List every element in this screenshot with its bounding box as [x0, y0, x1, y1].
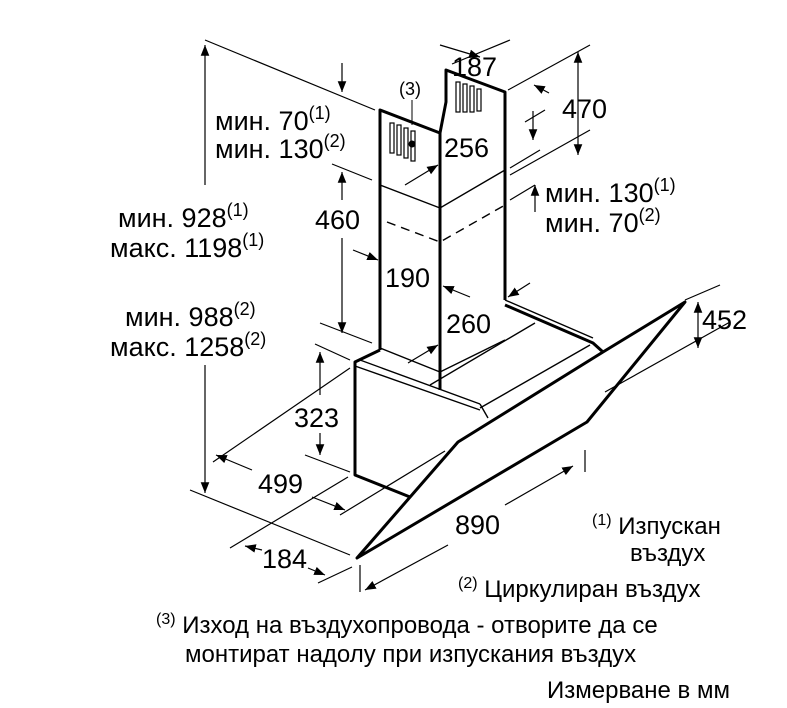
side-gap-label-2: мин. 70(2) — [545, 206, 661, 238]
hood-outline — [353, 68, 687, 560]
footnote-marker: (1) — [592, 512, 612, 529]
duct-upper-height-label: 470 — [562, 94, 608, 124]
total-exhaust-min-value: мин. 928 — [118, 203, 227, 233]
total-exhaust-max-value: макс. 1198 — [110, 233, 243, 263]
legend-note-3-text: Изход на въздухопровода - отворите да се — [182, 612, 658, 639]
total-exhaust-min-label: мин. 928(1) — [118, 201, 249, 233]
footnote-marker: (2) — [233, 299, 256, 319]
footnote-marker: (1) — [242, 230, 265, 250]
legend-note-1-line-2: въздух — [630, 540, 706, 567]
lower-duct-width-label: 260 — [446, 309, 492, 339]
footnote-marker: (3) — [156, 611, 176, 628]
footnote-marker: (1) — [308, 103, 331, 123]
top-gap-value-1: мин. 70 — [215, 106, 309, 136]
glass-height-label: 452 — [702, 305, 748, 335]
outlet-dot — [408, 140, 416, 148]
top-gap-value-2: мин. 130 — [215, 134, 324, 164]
footnote-marker: (2) — [638, 205, 661, 225]
front-depth-label: 184 — [262, 544, 308, 574]
duct-upper-width-label: 256 — [444, 133, 490, 163]
body-height-label: 323 — [294, 403, 340, 433]
footnote-marker: (2) — [323, 131, 346, 151]
legend-note-1-text: Изпускан — [618, 513, 721, 540]
legend-note-3-line-2: монтират надолу при изпускания въздух — [185, 641, 637, 668]
legend-note-2-text: Циркулиран въздух — [484, 576, 701, 603]
total-recirc-min-value: мин. 988 — [125, 302, 234, 332]
legend-note-3: (3) Изход на въздухопровода - отворите д… — [156, 611, 658, 639]
lower-duct-height-label: 460 — [315, 205, 361, 235]
side-gap-label-1: мин. 130(1) — [545, 176, 676, 208]
hood-depth-label: 499 — [258, 469, 304, 499]
top-gap-label-1: мин. 70(1) — [215, 104, 331, 136]
footnote-marker: (2) — [244, 329, 267, 349]
total-recirc-max-label: макс. 1258(2) — [110, 330, 266, 362]
side-gap-value-1: мин. 130 — [545, 178, 654, 208]
footnote-marker: (1) — [653, 175, 676, 195]
total-recirc-min-label: мин. 988(2) — [125, 300, 256, 332]
total-exhaust-max-label: макс. 1198(1) — [110, 231, 264, 263]
duct-depth-label: 187 — [452, 52, 498, 82]
footnote-marker: (1) — [226, 200, 249, 220]
vent-slots — [389, 81, 482, 162]
units-note: Измерване в мм — [547, 677, 730, 704]
legend-note-2: (2) Циркулиран въздух — [458, 575, 701, 603]
outlet-reference-label: (3) — [399, 79, 421, 99]
top-gap-label-2: мин. 130(2) — [215, 132, 346, 164]
dimension-lines — [189, 39, 731, 592]
legend-note-1: (1) Изпускан — [592, 512, 721, 540]
hood-thin-lines — [354, 169, 594, 419]
lower-duct-depth-label: 190 — [385, 263, 431, 293]
side-gap-value-2: мин. 70 — [545, 208, 639, 238]
footnote-marker: (2) — [458, 575, 478, 592]
total-recirc-max-value: макс. 1258 — [110, 332, 245, 362]
hood-width-label: 890 — [455, 510, 501, 540]
